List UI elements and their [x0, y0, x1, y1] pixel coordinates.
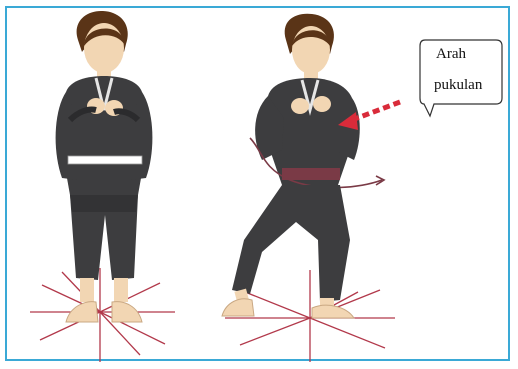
callout-line-2: pukulan	[434, 78, 482, 93]
callout-line-1: Arah	[436, 47, 466, 62]
